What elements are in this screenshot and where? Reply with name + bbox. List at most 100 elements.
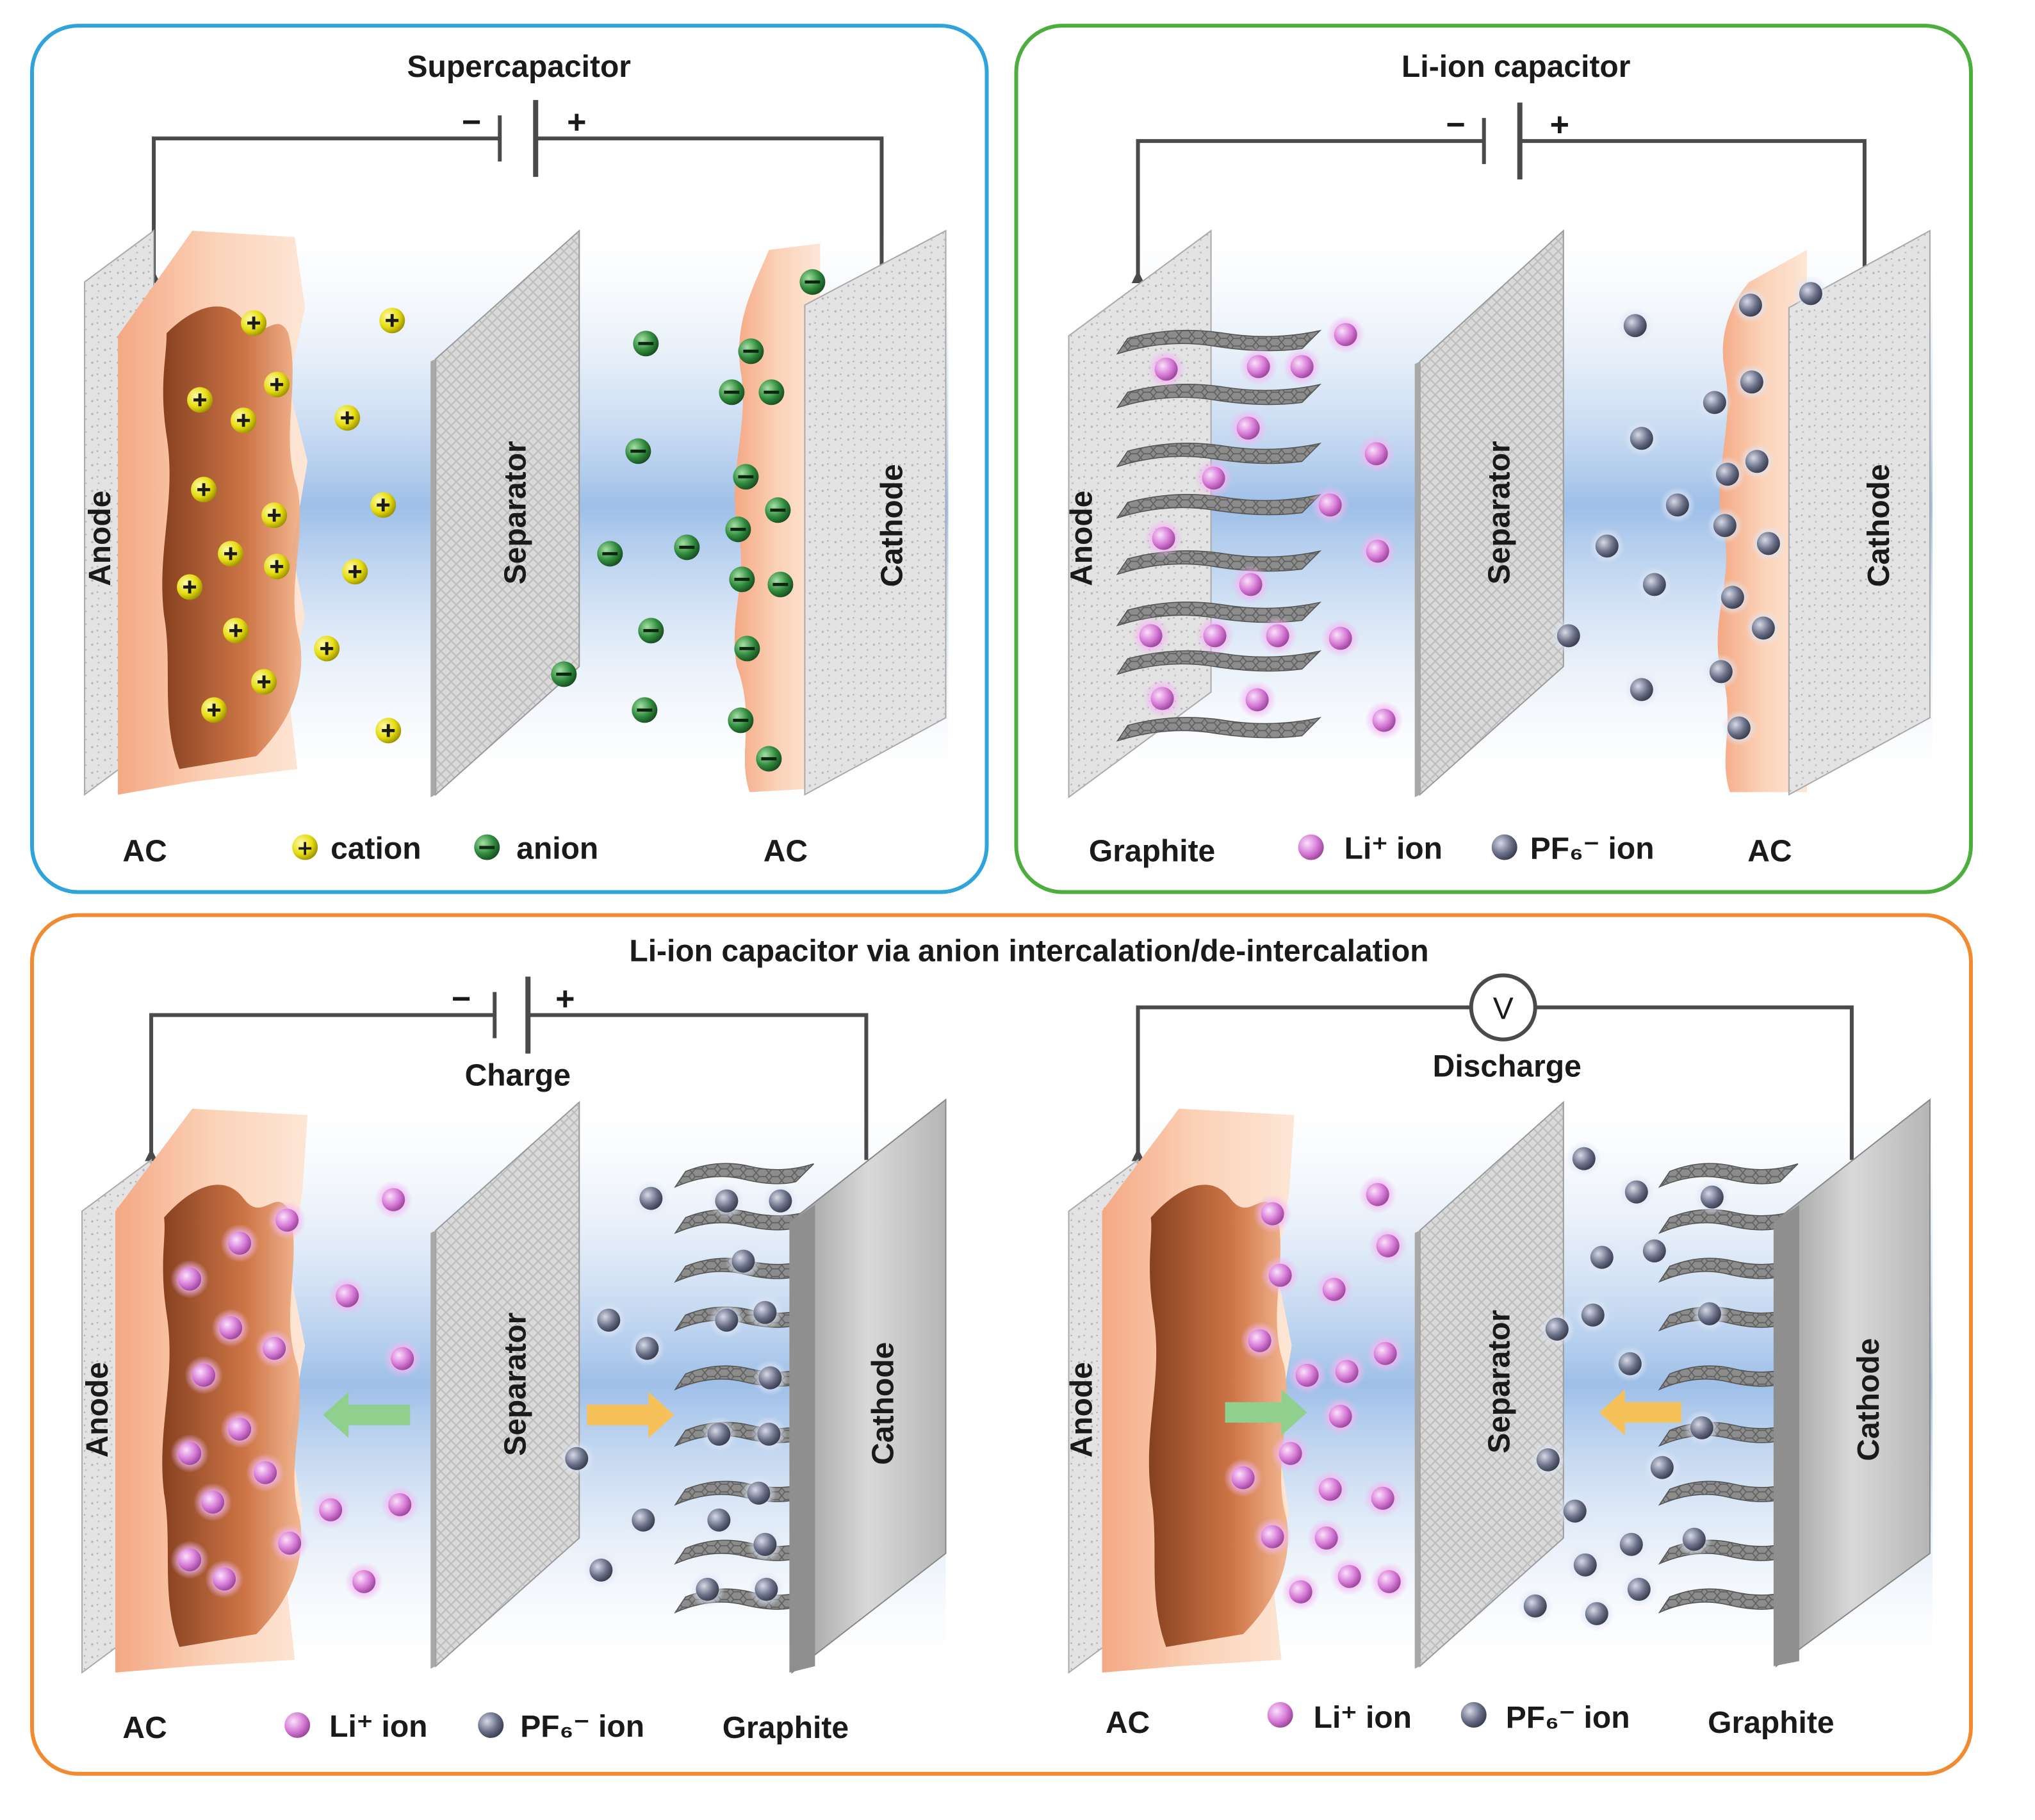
- plus-terminal: +: [555, 981, 575, 1018]
- cation-ion: [231, 407, 257, 434]
- charge-label: Charge: [465, 1059, 571, 1093]
- cathode-metal-side: [789, 1204, 815, 1673]
- pf6-ion: [689, 1571, 726, 1607]
- pf6-ion: [1709, 456, 1745, 493]
- li-ion-capacitor-title: Li-ion capacitor: [1402, 50, 1630, 84]
- li-ion: [246, 1453, 285, 1492]
- left-material-label: Graphite: [1089, 834, 1215, 868]
- li-ion: [1282, 347, 1321, 386]
- li-ion-arrow-right: [1225, 1389, 1307, 1436]
- anion-ion: [729, 566, 755, 593]
- pf6-ion: [1732, 287, 1769, 324]
- left-material-label: AC: [122, 1711, 167, 1745]
- pf6-ion: [1683, 1409, 1720, 1446]
- pf6-ion: [1623, 671, 1660, 708]
- pf6-ion: [748, 1571, 785, 1607]
- li-ion: [1143, 679, 1182, 718]
- cation-ion: [261, 502, 288, 529]
- supercapacitor-frame: [30, 24, 989, 894]
- pf6-ion: [701, 1502, 737, 1538]
- circuit-wire: [1138, 1005, 1854, 1160]
- pf6-ion: [708, 1183, 745, 1219]
- pf6-ion: [1578, 1595, 1615, 1632]
- li-ion: [1368, 1226, 1407, 1265]
- cation-ion: [314, 635, 340, 662]
- graphene-sheet: [1116, 650, 1322, 675]
- graphene-sheet: [674, 1163, 814, 1188]
- pf6-ion: [1720, 710, 1757, 746]
- anion-ion: [638, 618, 664, 644]
- graphite-layers: [1116, 329, 1322, 742]
- pf6-ion-icon: [1491, 834, 1517, 860]
- pf6-ion: [1691, 1295, 1728, 1332]
- pf6-ion: [701, 1416, 737, 1452]
- pf6-ion: [1557, 1493, 1593, 1529]
- pf6-ion: [1696, 384, 1733, 421]
- anion-ion: [758, 379, 785, 406]
- li-ion: [1366, 1334, 1405, 1373]
- pf6-ion: [1617, 307, 1653, 344]
- legend-pf6-ion-label: PF₆⁻ ion: [1530, 832, 1655, 865]
- graphene-sheet: [1116, 442, 1322, 468]
- cation-ion: [177, 574, 203, 600]
- li-ion: [170, 1259, 209, 1299]
- pf6-ion: [747, 1294, 783, 1331]
- li-ion: [1321, 1397, 1360, 1436]
- anode-pores: [1148, 1185, 1288, 1647]
- li-ion: [1231, 565, 1270, 604]
- right-material-label: Graphite: [723, 1711, 849, 1745]
- cation-ion: [379, 307, 405, 334]
- li-ion: [170, 1540, 209, 1579]
- cation-ion: [264, 553, 290, 580]
- pf6-ion: [559, 1440, 595, 1477]
- li-ion: [1357, 434, 1396, 473]
- pf6-ion: [708, 1302, 745, 1338]
- cathode-label: Cathode: [1852, 1338, 1886, 1461]
- pf6-ion-icon: [478, 1712, 504, 1738]
- pf6-ion: [1623, 420, 1660, 457]
- li-ion: [1194, 459, 1233, 498]
- pf6-ion: [1733, 364, 1770, 400]
- li-ion-icon: [1267, 1701, 1293, 1728]
- legend-pf6-ion-label: PF₆⁻ ion: [1506, 1701, 1630, 1735]
- pf6-ion-arrow-right: [587, 1391, 674, 1438]
- separator-label: Separator: [498, 441, 532, 584]
- graphene-sheet: [1116, 717, 1322, 742]
- pf6-ion: [1618, 1174, 1655, 1210]
- discharge-panel: V Discharge Anode Separator Cathode AC G…: [1065, 973, 1933, 1740]
- li-ion: [1131, 616, 1170, 655]
- li-ion: [311, 1490, 350, 1529]
- separator-edge: [1414, 1230, 1420, 1669]
- anode-label: Anode: [1065, 491, 1099, 586]
- li-ion: [211, 1308, 250, 1347]
- pf6-ion: [762, 1183, 799, 1219]
- supercapacitor-title: Supercapacitor: [407, 50, 631, 84]
- li-ion: [1144, 519, 1183, 558]
- cation-ion: [187, 387, 213, 413]
- anion-intercalation-frame: [30, 913, 1973, 1776]
- li-ion: [1321, 619, 1360, 658]
- cation-ion: [201, 697, 227, 723]
- charge-panel: − + Charge Anode Separator Cathode AC Gr…: [81, 976, 947, 1745]
- li-ion: [1314, 1270, 1353, 1309]
- li-ion: [1363, 1479, 1402, 1518]
- pf6-ion: [740, 1475, 777, 1511]
- pf6-ion: [1703, 653, 1739, 690]
- legend-cation-label: cation: [331, 832, 421, 865]
- pf6-ion: [1621, 1571, 1657, 1607]
- legend-li-ion-label: Li⁺ ion: [1344, 832, 1442, 865]
- minus-terminal: −: [1446, 106, 1466, 143]
- pf6-ion: [1706, 507, 1743, 544]
- li-ion: [184, 1356, 224, 1395]
- li-ion: [1147, 350, 1186, 389]
- cathode-label: Cathode: [866, 1342, 900, 1465]
- supercapacitor-panel: Supercapacitor − + Anode Separator Catho…: [83, 50, 949, 868]
- anion-intercalation-title: Li-ion capacitor via anion intercalation…: [629, 935, 1428, 969]
- li-ion: [170, 1434, 209, 1473]
- cation-ion: [264, 372, 290, 398]
- li-ion: [1253, 1517, 1292, 1556]
- discharge-ions: [1223, 1140, 1730, 1632]
- li-ion: [220, 1409, 259, 1448]
- anode-label: Anode: [1065, 1362, 1099, 1457]
- pf6-ion: [751, 1416, 787, 1452]
